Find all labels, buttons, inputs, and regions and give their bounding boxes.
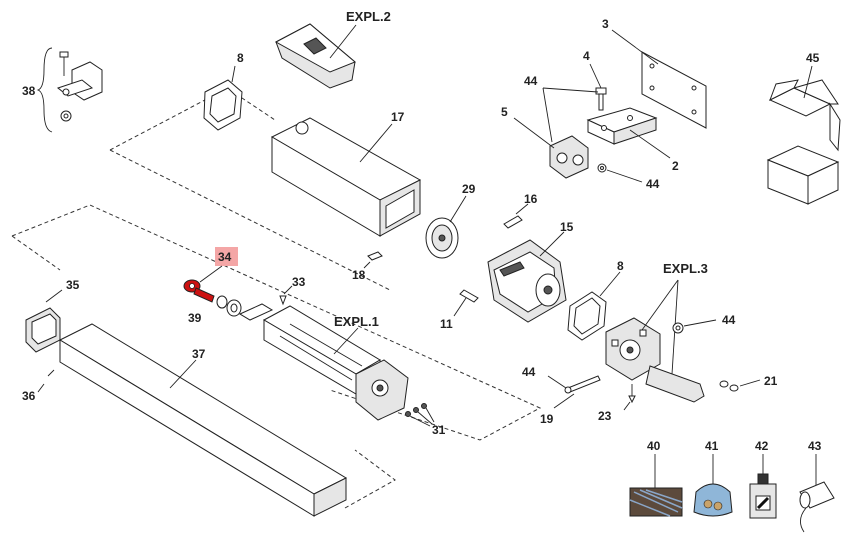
- screw-33[interactable]: [279, 285, 293, 306]
- label-4: 4: [583, 49, 590, 63]
- label-5: 5: [501, 105, 508, 119]
- label-expl2: EXPL.2: [346, 9, 391, 24]
- label-21: 21: [764, 374, 778, 388]
- label-44-mid: 44: [646, 177, 660, 191]
- screws-31[interactable]: [405, 403, 435, 427]
- label-expl3: EXPL.3: [663, 261, 708, 276]
- nut-44-top[interactable]: [542, 87, 599, 143]
- label-8-left: 8: [237, 51, 244, 65]
- label-44-right: 44: [722, 313, 736, 327]
- assembly-outline-bottom: [11, 204, 542, 509]
- washers-21[interactable]: [719, 379, 761, 392]
- label-35: 35: [66, 278, 80, 292]
- label-33: 33: [292, 275, 306, 289]
- profile-37[interactable]: [58, 323, 348, 517]
- label-29: 29: [462, 182, 476, 196]
- accessory-43[interactable]: [799, 454, 835, 533]
- accessory-41[interactable]: [693, 454, 733, 517]
- label-expl1: EXPL.1: [334, 314, 379, 329]
- bracket-assembly-38[interactable]: [36, 47, 103, 133]
- label-37: 37: [192, 347, 206, 361]
- screw-36[interactable]: [37, 369, 55, 393]
- pin-11[interactable]: [453, 289, 479, 317]
- label-8-right: 8: [617, 259, 624, 273]
- label-43: 43: [808, 439, 822, 453]
- nut-44-right[interactable]: [672, 319, 717, 334]
- label-11: 11: [440, 317, 453, 331]
- screw-23[interactable]: [623, 384, 636, 411]
- label-34: 34: [218, 250, 232, 264]
- gearbox-expl3[interactable]: [605, 279, 705, 403]
- label-38: 38: [22, 84, 36, 98]
- label-19: 19: [540, 412, 554, 426]
- pin-19[interactable]: [547, 375, 601, 409]
- label-15: 15: [560, 220, 574, 234]
- gasket-8-left[interactable]: [203, 65, 243, 131]
- label-36: 36: [22, 389, 36, 403]
- label-42: 42: [755, 439, 769, 453]
- label-45: 45: [806, 51, 820, 65]
- nut-44-mid[interactable]: [597, 163, 643, 183]
- label-17: 17: [391, 110, 405, 124]
- flange-29[interactable]: [425, 195, 467, 259]
- label-44-pin: 44: [522, 365, 536, 379]
- label-31: 31: [432, 423, 446, 437]
- packaging-box-45[interactable]: [766, 65, 841, 205]
- bar-2[interactable]: [586, 107, 671, 159]
- label-18: 18: [352, 268, 366, 282]
- motor-housing-17[interactable]: [270, 117, 422, 237]
- accessory-40[interactable]: [629, 454, 683, 517]
- label-3: 3: [602, 17, 609, 31]
- top-cover-expl2[interactable]: [274, 23, 357, 89]
- eyelet-34[interactable]: [183, 265, 223, 303]
- key-18[interactable]: [363, 251, 383, 269]
- label-44-top: 44: [524, 74, 538, 88]
- pin-16[interactable]: [503, 203, 529, 229]
- clamp-5[interactable]: [513, 117, 589, 179]
- actuator-expl1[interactable]: [238, 303, 409, 421]
- label-16: 16: [524, 192, 538, 206]
- washers-39[interactable]: [216, 295, 242, 317]
- label-40: 40: [647, 439, 661, 453]
- label-23: 23: [598, 409, 612, 423]
- label-2: 2: [672, 159, 679, 173]
- end-cap-35[interactable]: [25, 289, 63, 353]
- label-41: 41: [705, 439, 719, 453]
- motor-15[interactable]: [487, 231, 567, 323]
- label-39: 39: [188, 311, 202, 325]
- accessory-42[interactable]: [749, 454, 777, 519]
- label-34-highlight: [215, 247, 238, 266]
- plate-3[interactable]: [611, 29, 707, 129]
- gasket-8-right[interactable]: [567, 271, 621, 341]
- bolt-4[interactable]: [589, 63, 607, 111]
